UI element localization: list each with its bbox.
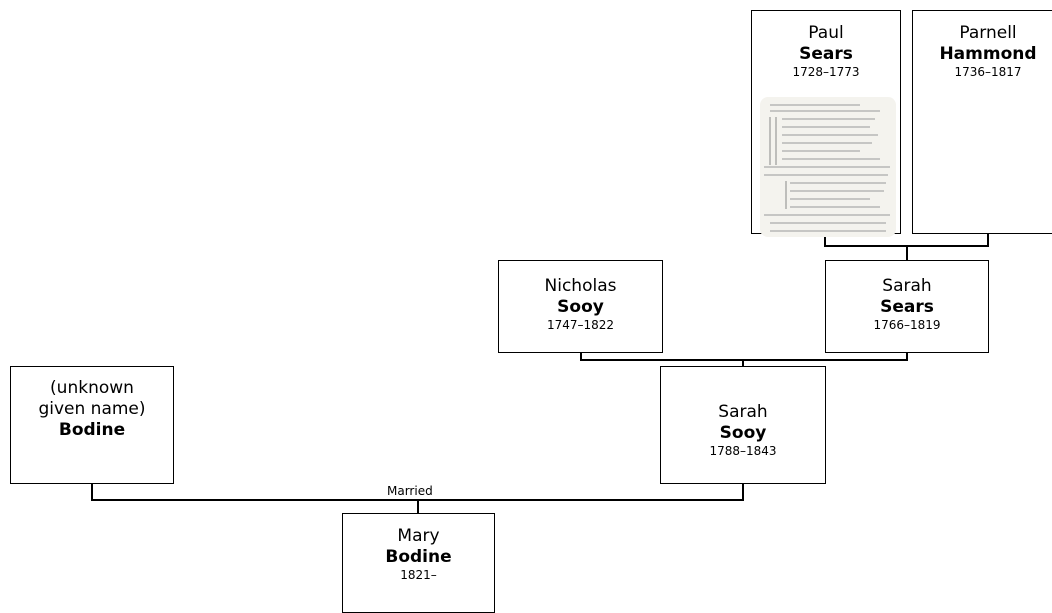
life-dates: 1766–1819 xyxy=(873,318,941,332)
document-photo xyxy=(760,97,896,237)
person-box-unknown-bodine[interactable]: (unknown given name) Bodine xyxy=(10,366,174,484)
given-name: Parnell xyxy=(959,23,1017,43)
life-dates: 1747–1822 xyxy=(546,318,615,332)
connector-line xyxy=(742,359,744,367)
person-box-sarah-sears[interactable]: Sarah Sears 1766–1819 xyxy=(825,260,989,353)
person-box-paul-sears[interactable]: Paul Sears 1728–1773 xyxy=(751,10,901,237)
person-box-mary-bodine[interactable]: Mary Bodine 1821– xyxy=(342,513,495,613)
given-name-line1: (unknown xyxy=(50,378,134,398)
connector-line xyxy=(580,359,908,361)
surname: Sooy xyxy=(557,297,604,317)
life-dates: 1788–1843 xyxy=(709,444,777,458)
surname: Sears xyxy=(799,44,853,64)
life-dates: 1728–1773 xyxy=(792,65,860,79)
surname: Sears xyxy=(880,297,934,317)
surname: Bodine xyxy=(58,420,126,440)
connector-line xyxy=(906,352,908,360)
life-dates: 1736–1817 xyxy=(954,65,1022,79)
person-box-parnell-hammond[interactable]: Parnell Hammond 1736–1817 xyxy=(912,10,1052,234)
connector-line xyxy=(987,233,989,246)
person-box-nicholas-sooy[interactable]: Nicholas Sooy 1747–1822 xyxy=(498,260,663,353)
given-name: Sarah xyxy=(882,276,932,296)
connector-line xyxy=(91,483,93,500)
given-name: Sarah xyxy=(718,402,768,422)
marriage-label: Married xyxy=(385,484,435,498)
connector-line xyxy=(906,245,908,261)
surname: Sooy xyxy=(719,423,767,443)
connector-line xyxy=(824,233,826,246)
given-name: Mary xyxy=(397,526,440,546)
given-name: Nicholas xyxy=(544,276,617,296)
connector-line xyxy=(417,499,419,514)
surname: Hammond xyxy=(939,44,1037,64)
surname: Bodine xyxy=(385,547,452,567)
connector-line xyxy=(742,483,744,500)
given-name-line2: given name) xyxy=(38,399,146,419)
person-box-sarah-sooy[interactable]: Sarah Sooy 1788–1843 xyxy=(660,366,826,484)
life-dates: 1821– xyxy=(400,568,437,582)
connector-line xyxy=(580,352,582,360)
given-name: Paul xyxy=(808,23,844,43)
